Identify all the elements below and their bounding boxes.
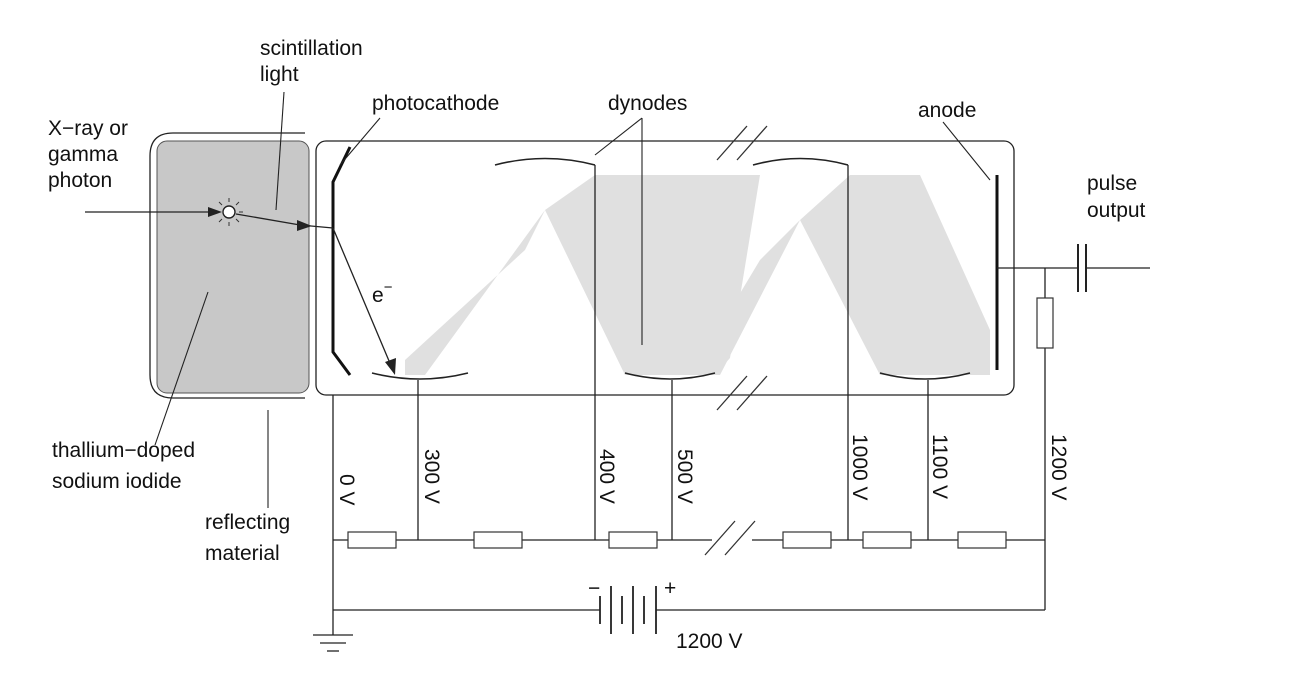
battery-icon <box>599 586 657 634</box>
photocathode <box>331 146 352 376</box>
photocathode-label: photocathode <box>372 92 499 115</box>
pulse-output-label-2: output <box>1087 199 1146 222</box>
battery-plus-label: + <box>664 577 676 600</box>
ground-icon <box>313 634 353 652</box>
dynodes <box>371 157 971 380</box>
pulse-output-label-1: pulse <box>1087 172 1137 195</box>
scintillation-label-1: scintillation <box>260 37 363 60</box>
scintillation-label-2: light <box>260 63 299 86</box>
battery-minus-label: − <box>588 577 600 600</box>
load-resistor <box>1036 297 1054 349</box>
crystal-label-2: sodium iodide <box>52 470 182 493</box>
output-capacitor <box>1077 244 1087 292</box>
electron-beam-1 <box>405 175 760 375</box>
photon-arrow-head <box>208 207 222 217</box>
anode-label: anode <box>918 99 976 122</box>
voltage-label-1100: 1100 V <box>928 434 951 499</box>
scintillation-arrow <box>235 213 301 226</box>
battery-voltage-label: 1200 V <box>676 630 743 653</box>
crystal-label-1: thallium−doped <box>52 439 195 462</box>
electron-label: e− <box>372 279 393 307</box>
resistor-chain <box>347 531 1007 549</box>
voltage-label-500: 500 V <box>673 449 696 504</box>
voltage-label-1000: 1000 V <box>848 434 871 501</box>
photon-label-1: X−ray or <box>48 117 128 140</box>
reflecting-material <box>149 132 305 399</box>
leader-lines <box>154 91 991 508</box>
dynodes-label: dynodes <box>608 92 687 115</box>
scintillation-arrow-head <box>297 220 312 231</box>
reflecting-label-1: reflecting <box>205 511 290 534</box>
electron-arrow <box>332 227 393 369</box>
voltage-label-0: 0 V <box>335 474 358 506</box>
electron-arrow-head <box>385 358 396 375</box>
capacitor-gap <box>1079 266 1085 270</box>
voltage-label-400: 400 V <box>595 449 618 504</box>
scintillator-crystal <box>156 140 310 394</box>
electron-beam-2 <box>700 175 990 375</box>
photon-label-3: photon <box>48 169 112 192</box>
photon-label-2: gamma <box>48 143 118 166</box>
reflecting-label-2: material <box>205 542 280 565</box>
voltage-label-300: 300 V <box>420 449 443 504</box>
voltage-label-1200: 1200 V <box>1047 434 1070 501</box>
break-marks <box>704 125 768 556</box>
